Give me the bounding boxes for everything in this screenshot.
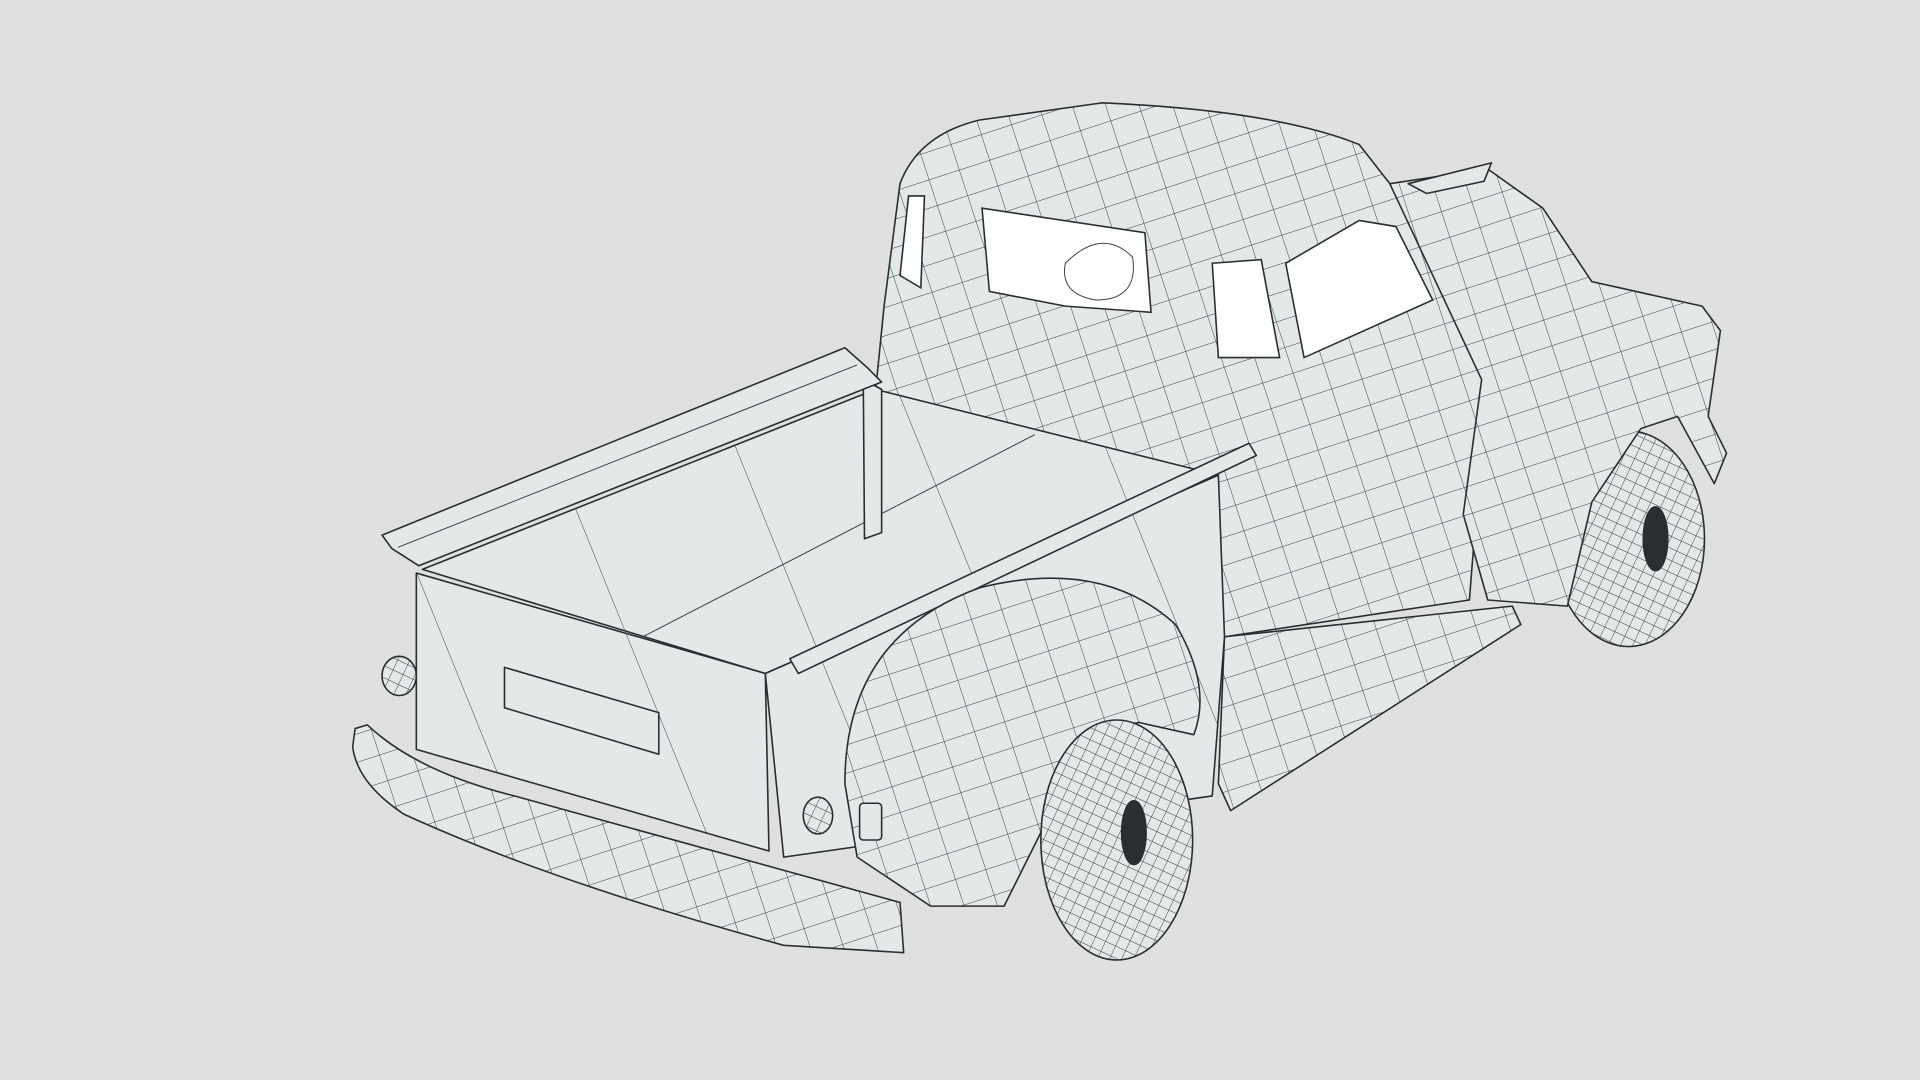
left-bed-rail	[381, 346, 883, 567]
left-tail-light	[381, 655, 418, 697]
running-board	[1217, 605, 1522, 812]
rear-wheel-tire	[1040, 719, 1194, 961]
pickup-truck-model[interactable]	[351, 102, 1728, 961]
right-tail-light	[802, 796, 834, 835]
bed-floor-seam	[642, 434, 1035, 638]
rear-window	[981, 207, 1152, 314]
front-fender	[1389, 168, 1728, 607]
rear-wheel-hub-icon	[1120, 800, 1147, 866]
hood-ornament	[1407, 162, 1493, 195]
steering-wheel	[1063, 242, 1134, 301]
side-window-rear	[1211, 258, 1281, 359]
right-bed-rail	[789, 442, 1258, 675]
tailgate-emblem-panel	[503, 666, 660, 756]
left-rail-edge	[397, 364, 858, 548]
bed-front-wall	[862, 378, 883, 540]
side-window-front	[1284, 219, 1434, 359]
front-wheel-hub-icon	[1642, 506, 1669, 572]
rear-bumper	[351, 724, 905, 954]
cab-corner-window	[899, 195, 926, 290]
license-plate-light	[858, 802, 883, 841]
